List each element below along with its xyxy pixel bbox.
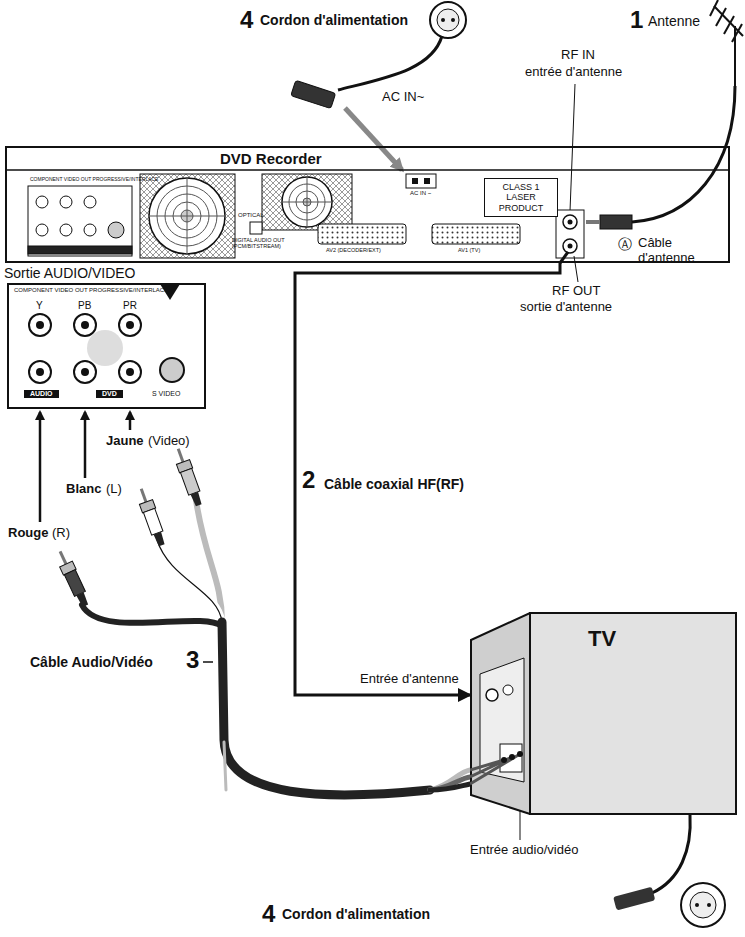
part-label: RF OUT [552,284,600,299]
top-band [5,169,730,171]
part-label: COMPONENT VIDEO OUT PROGRESSIVE/INTERLAC… [30,177,158,183]
av-output-inset [8,284,205,408]
part-label: Jaune [106,434,144,449]
part-label: Antenne [648,13,700,29]
insert-arrow [345,108,402,170]
antenna-cable [632,86,735,222]
part-label: COMPONENT VIDEO OUT PROGRESSIVE/INTERLAC… [14,287,168,294]
leader-line [574,256,578,282]
part-label: DVD [96,390,123,398]
power-plug [613,887,655,911]
part-label: Câble d'antenne [638,236,706,266]
part-label: RF IN [561,48,595,63]
part-label: Entrée audio/vidéo [470,843,578,858]
part-label: Entrée d'antenne [360,672,459,687]
part-label: Rouge [8,526,48,541]
wall-outlet [681,883,725,927]
tv-body: TV [470,612,738,815]
part-label: Blanc [66,482,101,497]
insert-arrow [40,412,130,522]
part-label: PR [123,300,137,312]
part-label: PB [78,300,91,312]
part-label: AC IN~ [382,90,424,105]
callout-number: 4 [240,6,253,34]
fan [262,174,352,230]
wall-outlet [430,2,466,38]
power-cord [652,815,690,893]
part-label: (L) [106,482,122,497]
power-plug [291,80,336,108]
part-label: Cordon d'alimentation [260,12,408,28]
callout-number: 3 [186,646,199,674]
part-label: entrée d'antenne [525,65,622,80]
rca-plug-red [54,548,92,608]
part-label: sortie d'antenne [520,300,612,315]
part-label: AUDIO [24,390,59,398]
part-label: DIGITAL AUDIO OUT (PCM/BITSTREAM) [232,237,298,250]
node-text: DVD Recorder [220,150,322,167]
rf-jacks [556,210,584,258]
optical-port [250,222,262,234]
rca-plug-yellow [172,446,206,507]
part-label: Câble Audio/Vidéo [30,654,153,670]
av-cable [82,500,470,795]
part-label: OPTICAL [238,212,264,219]
node-text: TV [588,626,616,651]
part-label: (Video) [148,434,190,449]
scart-port [318,224,406,244]
ac-socket [406,174,436,188]
av-output-panel [28,186,132,256]
callout-dash [203,661,213,663]
node-text: CLASS 1 LASER PRODUCT [489,182,553,213]
part-label: AV2 (DECODER/EXT) [326,247,381,253]
part-label: Ⓐ [618,236,632,252]
laser-label: CLASS 1 LASER PRODUCT [484,178,558,217]
part-label: S VIDEO [152,390,180,398]
fan [140,174,235,258]
rca-plug-white [135,486,169,547]
cable-label: Câble coaxial HF(RF) [322,476,466,492]
callout-number: 2 [302,466,315,494]
part-label: Cordon d'alimentation [282,906,430,922]
antenna-plug [586,215,632,229]
part-label: AV1 (TV) [458,247,480,253]
scart-port [432,224,520,244]
part-label: Y [36,300,43,312]
callout-number: 1 [630,6,643,34]
antenna [710,0,743,86]
power-cord [338,36,442,90]
part-label: (R) [52,526,70,541]
part-label: Sortie AUDIO/VIDEO [4,265,135,281]
part-label: AC IN ~ [410,190,431,197]
callout-number: 4 [262,900,275,928]
